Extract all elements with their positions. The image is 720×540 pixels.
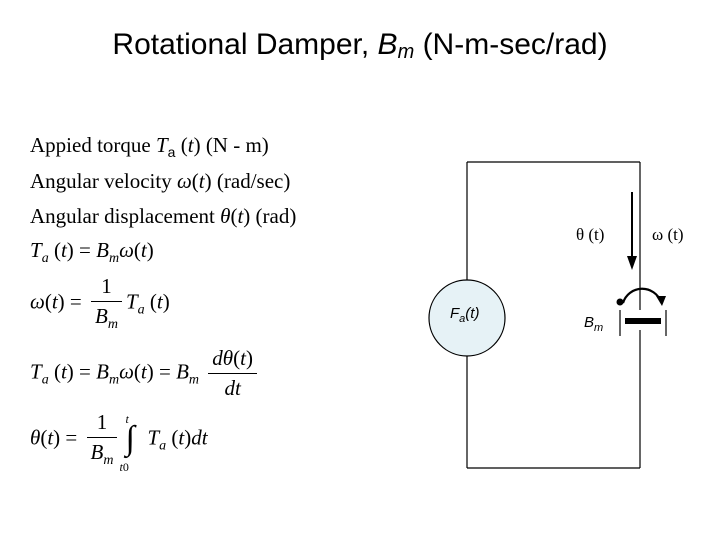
torque-label: Appied torque xyxy=(30,133,156,157)
equation-torque-derivative: Ta (t) = Bmω(t) = Bm dθ(t)dt xyxy=(30,346,261,401)
rotation-arrowhead xyxy=(656,296,666,306)
title-suffix: (N-m-sec/rad) xyxy=(414,28,608,61)
torque-source-circle xyxy=(428,279,506,357)
displacement-units: (rad) xyxy=(250,204,297,228)
damper-label-sub: m xyxy=(594,322,603,334)
displacement-definition: Angular displacement θ(t) (rad) xyxy=(30,204,297,228)
damper-bar xyxy=(625,318,661,324)
theta-arrowhead xyxy=(627,256,637,270)
torque-definition: Appied torque Ta (t) (N - m) xyxy=(30,133,269,160)
damper-label: Bm xyxy=(584,314,603,334)
source-label: Fa(t) xyxy=(450,305,479,325)
velocity-units: (rad/sec) xyxy=(211,169,291,193)
damper-pivot xyxy=(616,298,624,306)
source-label-arg: (t) xyxy=(465,305,479,322)
omega-label: ω (t) xyxy=(652,225,684,244)
velocity-definition: Angular velocity ω(t) (rad/sec) xyxy=(30,169,291,193)
title-symbol: B xyxy=(377,28,398,61)
theta-label: θ (t) xyxy=(576,225,604,244)
title-symbol-sub: m xyxy=(397,41,415,63)
source-label-sub: a xyxy=(459,313,465,325)
torque-units: (N - m) xyxy=(200,133,269,157)
title-prefix: Rotational Damper, xyxy=(112,28,378,61)
rotation-arc xyxy=(621,287,663,304)
equation-torque-velocity: Ta (t) = Bmω(t) xyxy=(30,238,154,266)
source-label-main: F xyxy=(450,305,460,322)
damper-label-main: B xyxy=(584,314,594,331)
velocity-label: Angular velocity xyxy=(30,169,177,193)
displacement-label: Angular displacement xyxy=(30,204,221,228)
slide-title: Rotational Damper, Bm (N-m-sec/rad) xyxy=(0,28,720,64)
